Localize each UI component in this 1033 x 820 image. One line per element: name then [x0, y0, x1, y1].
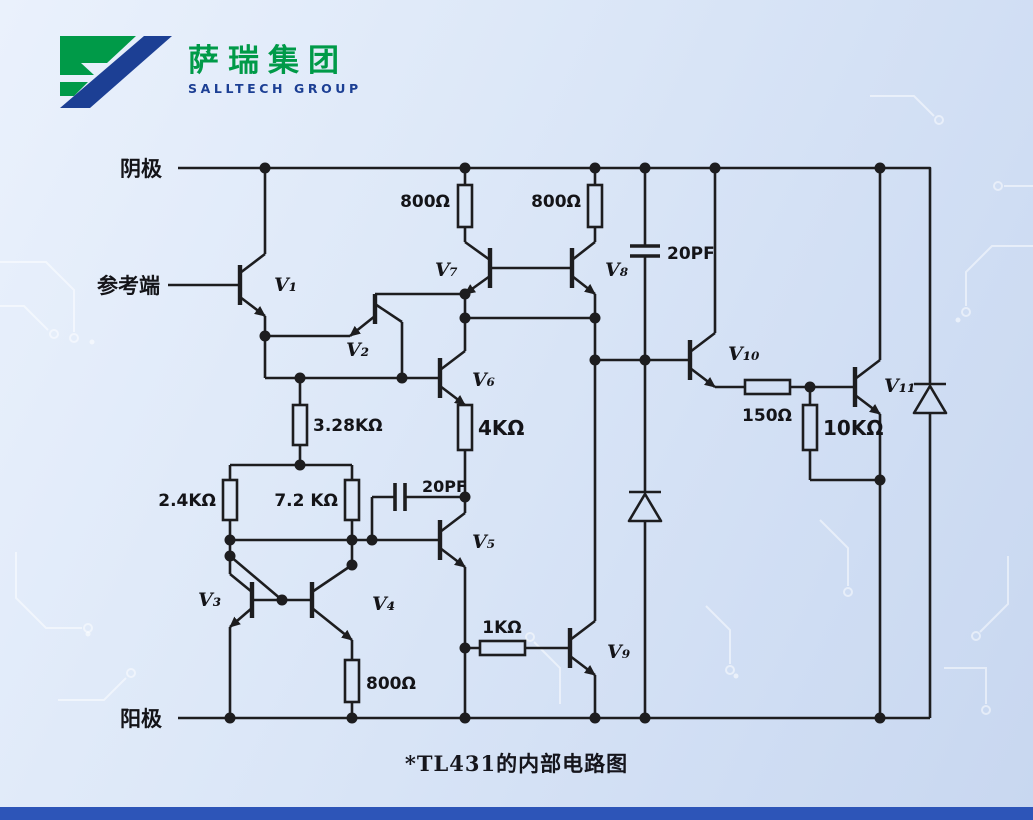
transistor-v5: V₅ — [437, 511, 495, 569]
transistor-v7-label: V₇ — [435, 259, 458, 281]
resistor-3-28k: 3.28KΩ — [291, 403, 383, 447]
resistor-3-28k-label: 3.28KΩ — [313, 416, 383, 436]
resistor-800-top-left-label: 800Ω — [400, 192, 450, 212]
logo-company-name: 萨瑞集团 — [188, 42, 348, 79]
logo-text: 萨瑞集团 SALLTECH GROUP — [188, 42, 362, 97]
terminal-reference-label: 参考端 — [97, 274, 160, 298]
resistor-150-label: 150Ω — [742, 406, 792, 426]
resistor-800-top-right-label: 800Ω — [531, 192, 581, 212]
left-region-wires — [168, 168, 465, 601]
transistor-v10-label: V₁₀ — [728, 343, 760, 365]
bottom-accent-bar — [0, 807, 1033, 820]
transistor-v10: V₁₀ — [687, 331, 760, 389]
center-column-wires — [228, 168, 690, 718]
resistor-4k: 4KΩ — [456, 403, 524, 452]
rail-and-frame — [178, 166, 932, 720]
capacitor-20pf-top-label: 20PF — [667, 244, 715, 264]
transistor-v9: V₉ — [567, 619, 631, 677]
resistor-800-bottom-label: 800Ω — [366, 674, 416, 694]
transistor-v7: V₇ — [435, 240, 493, 296]
junction-dots — [224, 162, 886, 724]
transistor-v1-label: V₁ — [274, 274, 297, 296]
logo-company-name-en: SALLTECH GROUP — [188, 81, 362, 97]
caption: *TL431的内部电路图 — [404, 751, 629, 776]
resistor-2-4k: 2.4KΩ — [158, 478, 239, 522]
transistor-v4-label: V₄ — [372, 593, 395, 615]
transistor-v6: V₆ — [437, 349, 495, 407]
decorative-circuit-traces — [0, 95, 1033, 715]
transistor-v3: V₃ — [198, 572, 255, 628]
resistor-4k-label: 4KΩ — [478, 416, 524, 440]
resistor-10k-label: 10KΩ — [823, 416, 883, 440]
transistor-v11: V₁₁ — [852, 358, 915, 416]
resistor-800-top-left: 800Ω — [400, 183, 474, 229]
terminal-cathode-label: 阴极 — [120, 157, 163, 181]
right-region-wires — [713, 168, 882, 718]
resistor-1k-label: 1KΩ — [482, 618, 521, 638]
resistor-7-2k-label: 7.2 KΩ — [274, 491, 338, 511]
transistor-v1: V₁ — [237, 252, 297, 318]
logo: 萨瑞集团 SALLTECH GROUP — [56, 30, 362, 110]
transistor-v8: V₈ — [569, 240, 629, 296]
logo-mark-icon — [60, 36, 172, 108]
transistor-v5-label: V₅ — [472, 531, 495, 553]
diode-middle — [627, 490, 663, 523]
resistor-1k: 1KΩ — [478, 618, 527, 657]
capacitor-20pf-mid: 20PF — [393, 477, 467, 511]
transistor-v4: V₄ — [309, 563, 395, 642]
resistor-10k: 10KΩ — [801, 403, 883, 452]
transistor-v6-label: V₆ — [472, 369, 495, 391]
transistor-v9-label: V₉ — [607, 641, 631, 663]
transistor-v2-label: V₂ — [346, 339, 369, 361]
resistor-2-4k-label: 2.4KΩ — [158, 491, 216, 511]
terminal-anode-label: 阳极 — [120, 707, 163, 731]
capacitor-20pf-top: 20PF — [630, 244, 715, 264]
transistor-v3-label: V₃ — [198, 589, 221, 611]
transistor-v2: V₂ — [346, 294, 403, 361]
resistor-800-bottom: 800Ω — [343, 658, 416, 704]
resistor-800-top-right: 800Ω — [531, 183, 604, 229]
diode-right — [912, 382, 948, 415]
transistor-v8-label: V₈ — [605, 259, 629, 281]
resistor-7-2k: 7.2 KΩ — [274, 478, 361, 522]
resistor-150: 150Ω — [742, 378, 792, 426]
capacitor-20pf-mid-label: 20PF — [422, 477, 467, 496]
transistor-v11-label: V₁₁ — [884, 375, 915, 397]
